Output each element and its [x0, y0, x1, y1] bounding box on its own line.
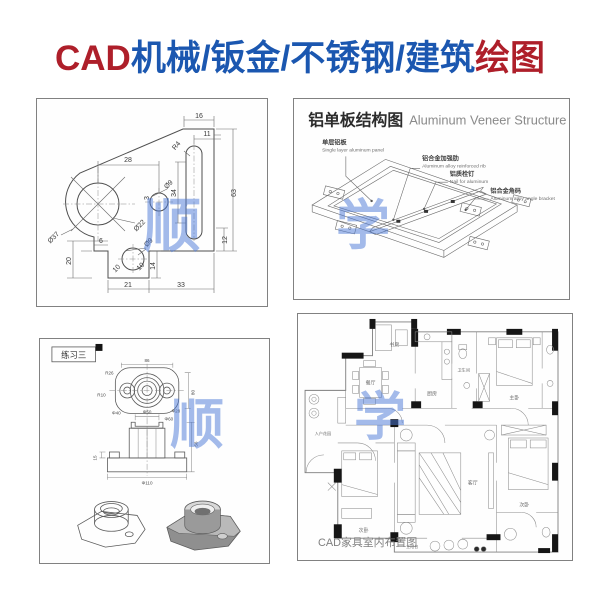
dim-dia9a: Ø9 — [163, 179, 175, 191]
panel-mechanical-drawing: 16 11 63 12 34 R4 28 3 Ø9 Ø22 Ø37 6 20 Ø… — [36, 98, 268, 307]
dim-dia28: Φ28 — [171, 408, 180, 413]
veneer-diagram: 铝单板结构图 Aluminum Veneer Structure 单层铝板 Si… — [308, 111, 566, 258]
dim-r26: R26 — [105, 371, 114, 376]
title-middle: 机械/钣金/不锈钢/建筑 — [130, 39, 475, 78]
dim-33: 33 — [177, 282, 185, 289]
practice-drawing: 练习三 86 R26 R10 Φ40 Φ28 80 Φ50 Φ60 56 15 … — [51, 343, 241, 551]
room-bed2: 次卧 — [359, 527, 369, 534]
slot — [185, 145, 203, 240]
page-title: CAD机械/钣金/不锈钢/建筑绘图 — [0, 30, 600, 81]
veneer-title-zh: 铝单板结构图 — [308, 111, 403, 130]
dim-80: 80 — [191, 390, 196, 396]
front-view: Φ50 Φ60 56 15 Φ110 — [93, 409, 199, 485]
dim-20: 20 — [66, 257, 73, 265]
floorplan: 入户花园 书房 餐厅 厨房 卫生间 主卧 次卧 次卧 客厅 主阳台 CAD家具室… — [304, 318, 559, 554]
label-rib-en: Aluminum alloy reinforced rib — [422, 163, 486, 169]
panel-floorplan: 入户花园 书房 餐厅 厨房 卫生间 主卧 次卧 次卧 客厅 主阳台 CAD家具室… — [297, 313, 573, 561]
label-nail: 铝质栓钉 Nail for aluminum — [450, 170, 488, 185]
dim-16: 16 — [195, 113, 203, 120]
label-panel-en: Single layer aluminum panel — [322, 147, 384, 153]
room-entry: 入户花园 — [315, 430, 332, 436]
room-dining: 餐厅 — [366, 379, 376, 386]
dim-56: 56 — [194, 441, 199, 447]
label-bracket: 铝合金角码 Aluminum alloy angle bracket — [490, 187, 555, 202]
dim-dia9b: Ø9 — [143, 237, 155, 249]
iso-wireframe — [77, 501, 146, 548]
dim-11: 11 — [203, 131, 210, 138]
room-kitchen: 厨房 — [427, 390, 437, 397]
dim-3: 3 — [144, 196, 151, 200]
label-nail-en: Nail for aluminum — [450, 179, 488, 185]
dim-dia22: Ø22 — [133, 219, 147, 233]
practice-tag: 练习三 — [61, 350, 86, 360]
room-bed3: 次卧 — [519, 501, 529, 508]
dim-dia60: Φ60 — [165, 416, 174, 421]
panel-aluminum-veneer: 铝单板结构图 Aluminum Veneer Structure 单层铝板 Si… — [293, 98, 570, 300]
dim-dia37: Ø37 — [47, 231, 61, 245]
dim-dia50: Φ50 — [143, 409, 152, 414]
dim-34: 34 — [171, 189, 178, 197]
label-rib-zh: 铝合金加强肋 — [422, 154, 459, 162]
door-arcs — [305, 407, 537, 528]
iso-shaded — [166, 500, 241, 551]
dim-r4: R4 — [171, 140, 182, 151]
veneer-tray — [311, 159, 518, 258]
furniture — [308, 324, 554, 552]
dim-10b: 10 — [136, 262, 147, 273]
room-master: 主卧 — [509, 394, 519, 401]
room-study: 书房 — [389, 342, 399, 349]
label-nail-zh: 铝质栓钉 — [450, 170, 475, 178]
dim-12: 12 — [222, 236, 229, 244]
mechanical-drawing: 16 11 63 12 34 R4 28 3 Ø9 Ø22 Ø37 6 20 Ø… — [47, 113, 238, 293]
panel-practice-drawing: 练习三 86 R26 R10 Φ40 Φ28 80 Φ50 Φ60 56 15 … — [39, 338, 270, 564]
dim-14: 14 — [150, 262, 157, 270]
dim-dia40: Φ40 — [112, 410, 121, 415]
label-bracket-zh: 铝合金角码 — [490, 187, 521, 195]
dim-28: 28 — [124, 157, 132, 164]
room-bath: 卫生间 — [458, 367, 470, 373]
room-living: 客厅 — [468, 480, 478, 487]
title-tail: 绘图 — [475, 39, 546, 78]
label-panel: 单层铝板 Single layer aluminum panel — [322, 139, 384, 154]
dim-r10: R10 — [97, 392, 106, 397]
floorplan-caption: CAD家具室内布置图 — [318, 535, 417, 549]
top-view: 86 R26 R10 Φ40 Φ28 80 — [97, 358, 196, 419]
title-cad: CAD — [54, 39, 131, 78]
floorplan-boundary — [304, 321, 559, 553]
rib-nails — [396, 199, 455, 223]
label-panel-zh: 单层铝板 — [322, 139, 347, 147]
dim-21: 21 — [124, 282, 132, 289]
veneer-title-en: Aluminum Veneer Structure — [409, 113, 566, 128]
structural-walls — [333, 318, 558, 554]
dim-6: 6 — [99, 238, 103, 245]
plate-outline — [65, 128, 215, 279]
label-rib: 铝合金加强肋 Aluminum alloy reinforced rib — [422, 154, 486, 169]
angle-brackets — [323, 185, 532, 251]
dim-63: 63 — [231, 189, 238, 197]
dim-10a: 10 — [112, 264, 123, 275]
dim-15: 15 — [93, 455, 98, 461]
tag-corner-square — [95, 343, 103, 351]
dim-top-86: 86 — [145, 358, 151, 363]
room-balcony: 主阳台 — [406, 543, 418, 549]
dim-dia110: Φ110 — [142, 481, 153, 486]
interior-walls — [337, 331, 558, 553]
label-bracket-en: Aluminum alloy angle bracket — [490, 196, 555, 202]
